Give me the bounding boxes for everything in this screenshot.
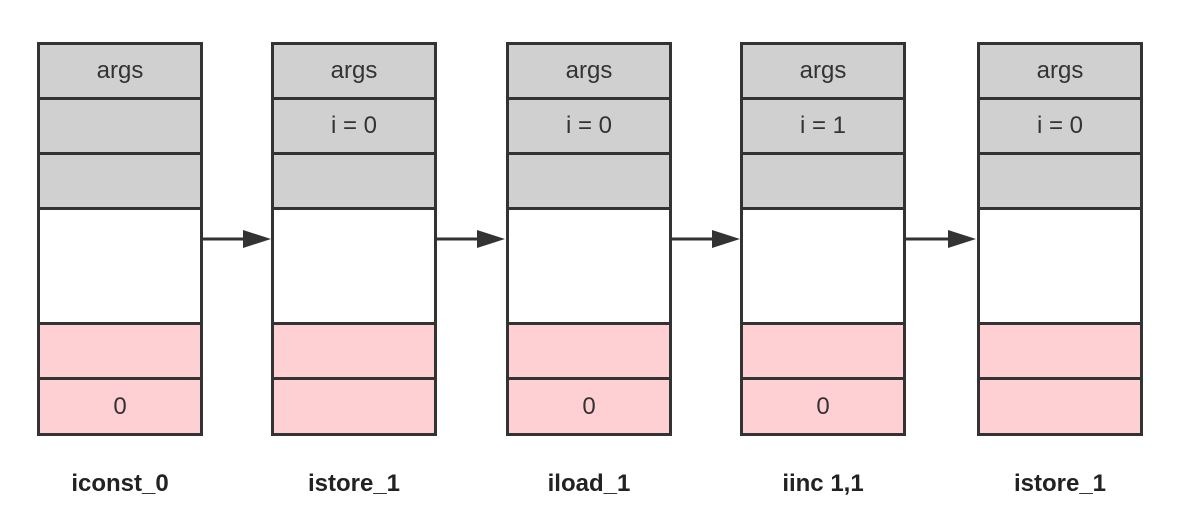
frame-istore-1: args i = 0 [271, 42, 437, 436]
instruction-label: iinc 1,1 [782, 470, 864, 497]
instruction-label: istore_1 [307, 470, 401, 497]
local-slot-1 [40, 100, 200, 155]
arrow-icon [906, 230, 976, 248]
instruction-label: iconst_0 [71, 470, 169, 497]
local-slot-2 [743, 155, 903, 210]
local-slot-0: args [509, 45, 669, 100]
empty-region [509, 210, 669, 325]
stack-slot-0 [40, 325, 200, 380]
stack-slot-1: 0 [743, 380, 903, 433]
local-slot-1: i = 0 [509, 100, 669, 155]
local-slot-2 [274, 155, 434, 210]
empty-region [40, 210, 200, 325]
stack-slot-0 [509, 325, 669, 380]
empty-region [743, 210, 903, 325]
local-slot-1: i = 0 [274, 100, 434, 155]
stack-slot-1: 0 [509, 380, 669, 433]
empty-region [980, 210, 1140, 325]
empty-region [274, 210, 434, 325]
arrow-icon [437, 230, 505, 248]
local-slot-0: args [743, 45, 903, 100]
instruction-label: iload_1 [547, 470, 631, 497]
local-slot-2 [40, 155, 200, 210]
frame-iconst-0: args 0 [37, 42, 203, 436]
local-slot-0: args [274, 45, 434, 100]
local-slot-0: args [980, 45, 1140, 100]
stack-slot-0 [274, 325, 434, 380]
stack-slot-1 [980, 380, 1140, 433]
local-slot-2 [509, 155, 669, 210]
local-slot-1: i = 0 [980, 100, 1140, 155]
stack-slot-0 [980, 325, 1140, 380]
arrow-icon [672, 230, 740, 248]
local-slot-0: args [40, 45, 200, 100]
arrow-icon [203, 230, 271, 248]
local-slot-1: i = 1 [743, 100, 903, 155]
stack-slot-1: 0 [40, 380, 200, 433]
frame-istore-1-final: args i = 0 [977, 42, 1143, 436]
instruction-label: istore_1 [1013, 470, 1107, 497]
local-slot-2 [980, 155, 1140, 210]
stack-slot-1 [274, 380, 434, 433]
stack-slot-0 [743, 325, 903, 380]
frame-iload-1: args i = 0 0 [506, 42, 672, 436]
frame-iinc-1-1: args i = 1 0 [740, 42, 906, 436]
